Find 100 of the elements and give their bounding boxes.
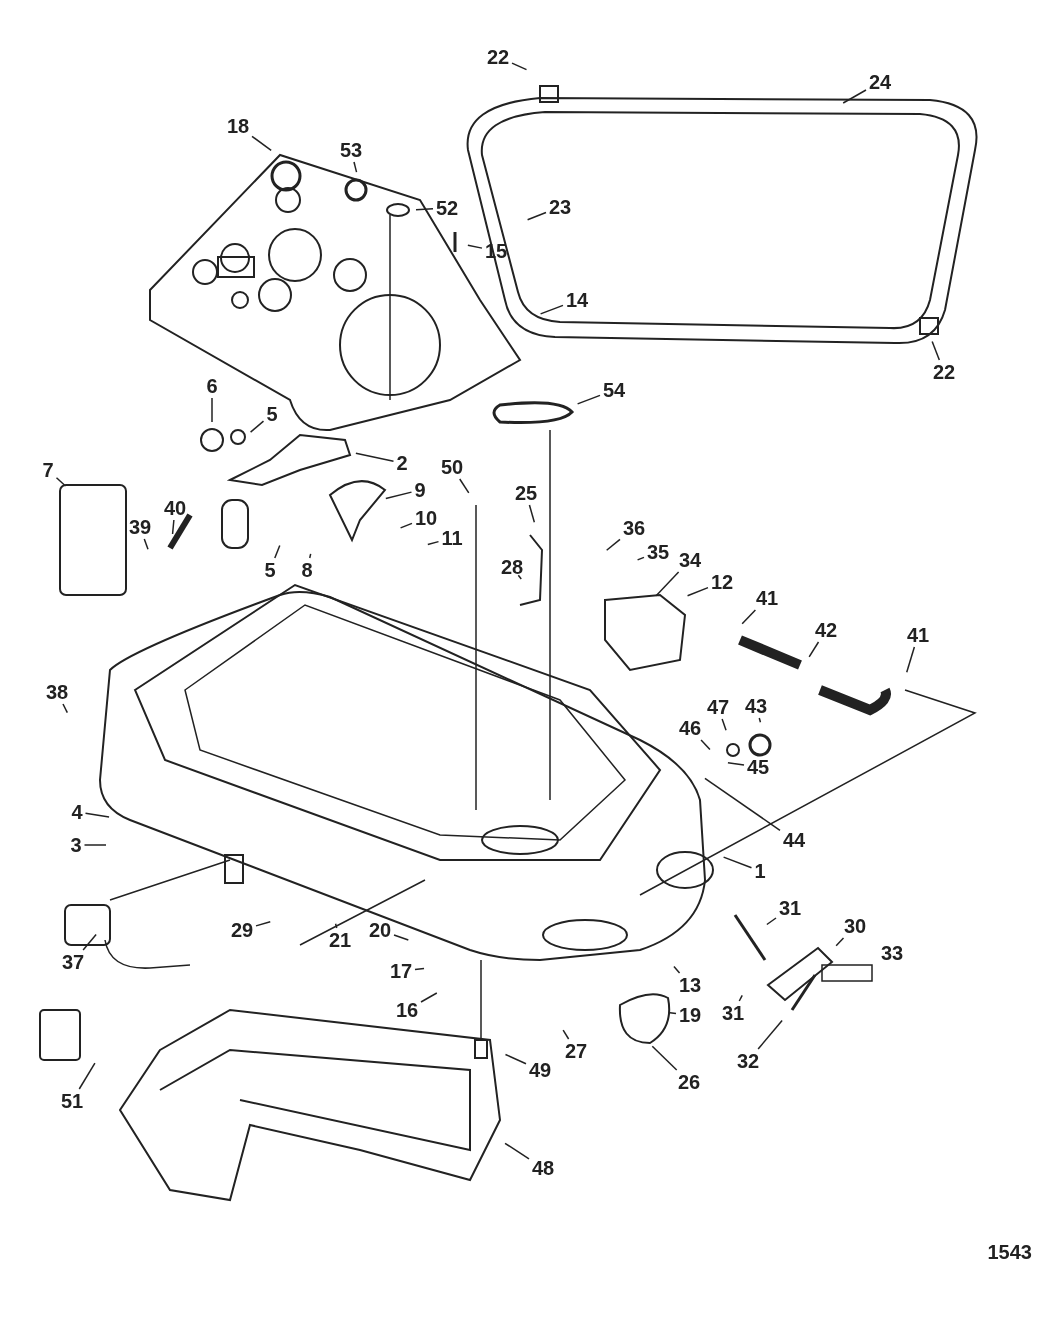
callout-number: 48 [531,1157,556,1179]
callout-number: 12 [710,571,735,593]
callout-number: 14 [565,289,590,311]
callout-number: 34 [678,549,703,571]
leader-line [467,244,483,249]
leader-line [511,62,528,71]
callout-number: 42 [814,619,839,641]
leader-line [517,574,522,580]
callout-number: 52 [435,197,460,219]
callout-number: 49 [528,1059,553,1081]
callout-number: 41 [906,624,931,646]
callout-number: 16 [395,999,420,1021]
callout-number: 26 [677,1071,702,1093]
callout-number: 54 [602,379,627,401]
callout-number: 37 [61,951,86,973]
callout-number: 43 [744,695,769,717]
leader-line [741,609,757,625]
callout-number: 38 [45,681,70,703]
leader-line [700,739,711,751]
callout-number: 5 [265,403,279,425]
leader-line [82,933,97,951]
callout-number: 46 [678,717,703,739]
callout-number: 35 [646,541,671,563]
callout-number: 7 [41,459,55,481]
callout-number: 23 [548,196,573,218]
leader-line [906,646,916,673]
callout-number: 13 [678,974,703,996]
callout-number: 22 [932,361,957,383]
leader-line [504,1053,527,1065]
leader-line [83,844,107,846]
leader-line [808,641,820,658]
leader-line [414,967,425,971]
leader-line [704,777,781,832]
callout-number: 33 [880,942,905,964]
leader-line [722,856,753,869]
callout-number: 2 [395,452,409,474]
leader-line [669,1011,677,1015]
leader-line [528,504,536,523]
callout-number: 28 [500,556,525,578]
callout-number: 18 [226,115,251,137]
leader-line [143,538,149,551]
callout-number: 20 [368,919,393,941]
callout-number: 29 [230,919,255,941]
leader-line [249,420,265,433]
leader-line [576,394,601,405]
callout-number: 11 [440,527,464,549]
leader-line [78,1062,96,1090]
leader-line [415,208,434,211]
leader-line [766,917,777,926]
callout-number: 10 [414,507,439,529]
callout-number: 19 [678,1004,703,1026]
leader-line [931,340,941,361]
leader-line [835,937,845,947]
callout-number: 41 [755,587,780,609]
leader-line [385,491,413,500]
leader-line [504,1142,530,1160]
callout-number: 31 [721,1002,746,1024]
leader-line [636,556,645,561]
leader-line [686,586,709,597]
callout-number: 39 [128,516,153,538]
leader-line [459,478,470,494]
callout-number: 9 [413,479,427,501]
leader-line [539,304,564,315]
leader-line [655,571,680,597]
callout-number: 8 [300,559,314,581]
leader-line [427,540,440,546]
leader-line [393,934,410,941]
callout-number: 24 [868,71,893,93]
callout-number: 40 [163,497,188,519]
leader-line [420,992,438,1003]
leader-line [842,89,867,104]
callout-number: 51 [60,1090,85,1112]
leader-line [605,538,621,551]
callout-number: 50 [440,456,465,478]
leader-line [721,718,727,732]
callout-number: 53 [339,139,364,161]
callout-number: 17 [389,960,414,982]
leader-line [727,762,745,766]
callout-number: 30 [843,915,868,937]
leader-line [738,994,743,1002]
callout-number: 4 [70,801,84,823]
leader-line [757,1019,783,1050]
leader-line [251,135,272,152]
leader-line [651,1045,678,1071]
leader-line [334,923,338,929]
callout-number: 3 [69,834,83,856]
leader-line [171,519,175,535]
figure-number: 1543 [986,1241,1033,1263]
callout-number: 6 [205,375,219,397]
callout-number: 36 [622,517,647,539]
leader-line [562,1029,570,1040]
leader-line [55,477,67,487]
callout-number: 22 [486,46,511,68]
leader-line [758,717,762,723]
leader-line [84,812,110,818]
leader-line [255,920,271,927]
callout-number: 5 [263,559,277,581]
leader-line [274,544,281,559]
callout-number: 44 [782,829,807,851]
callout-number: 31 [778,897,803,919]
